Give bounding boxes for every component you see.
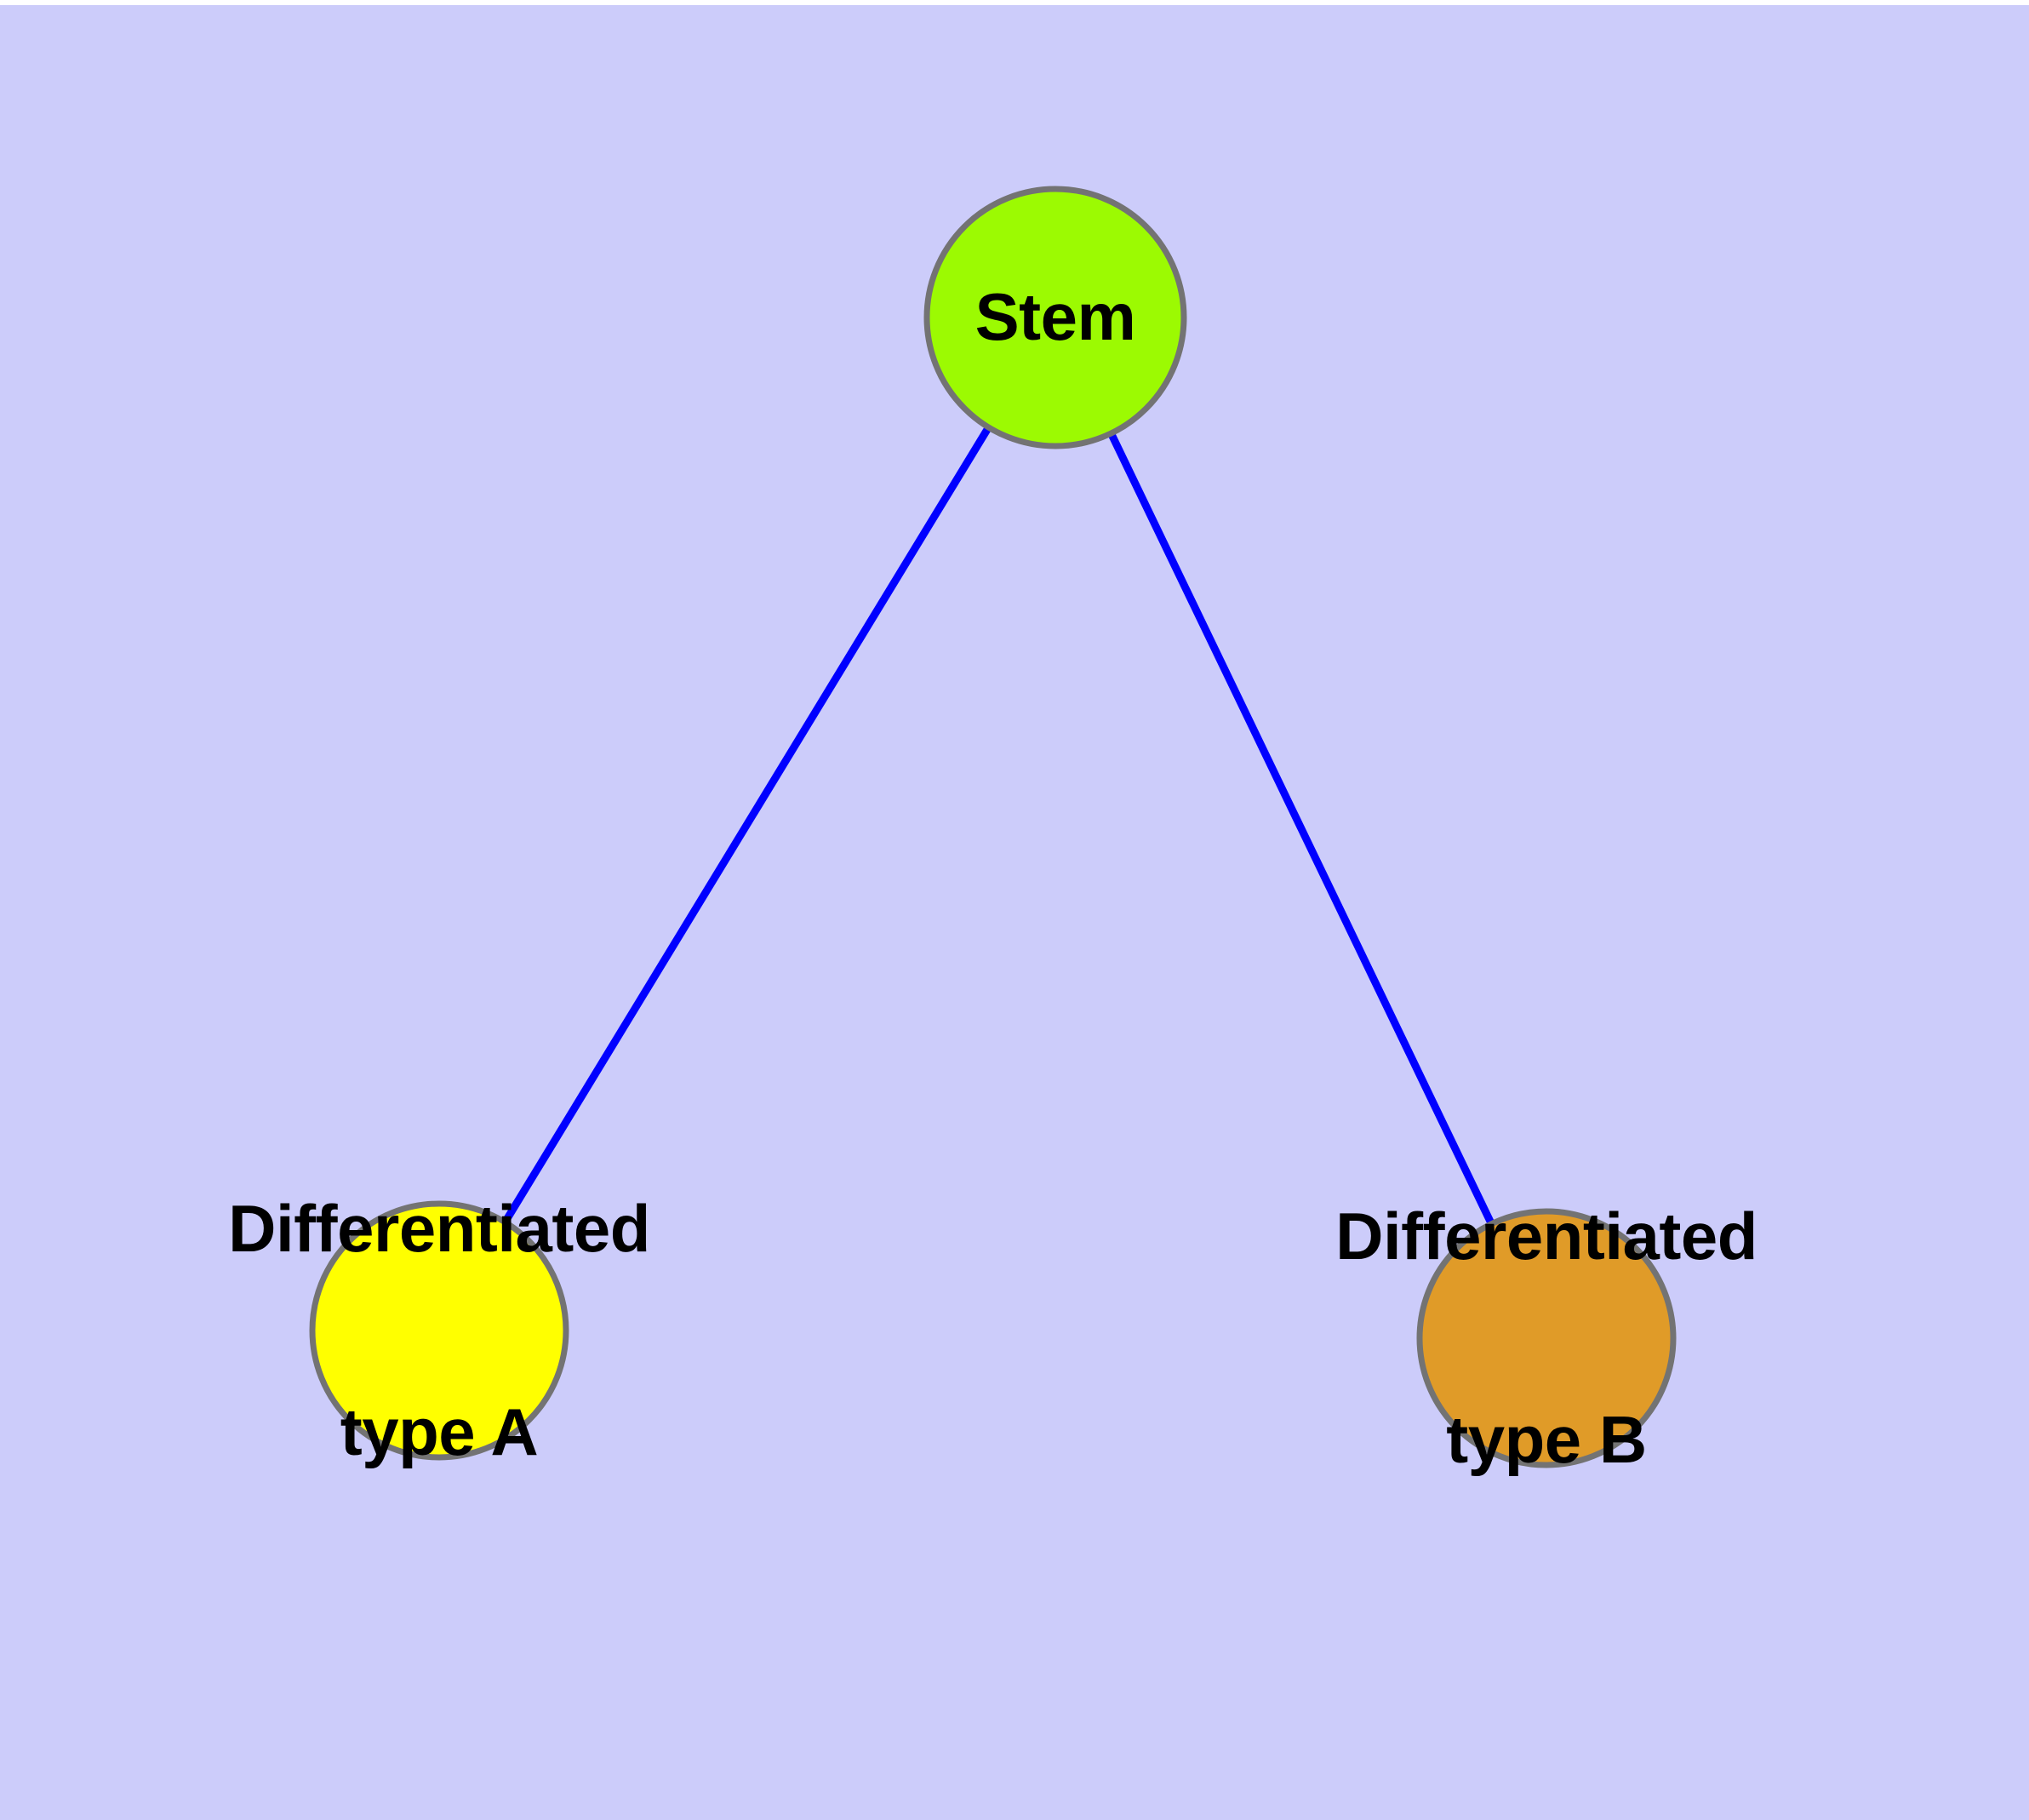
node-circle-stem[interactable] [923,186,1187,449]
node-circle-differentiated-type-a[interactable] [309,1200,569,1461]
node-circle-differentiated-type-b[interactable] [1416,1208,1677,1468]
edge-stem-to-differentiated-type-b [1051,316,1551,1340]
edge-layer [436,315,1551,1340]
node-layer [309,186,1677,1468]
edge-stem-to-differentiated-type-a [436,315,1059,1333]
